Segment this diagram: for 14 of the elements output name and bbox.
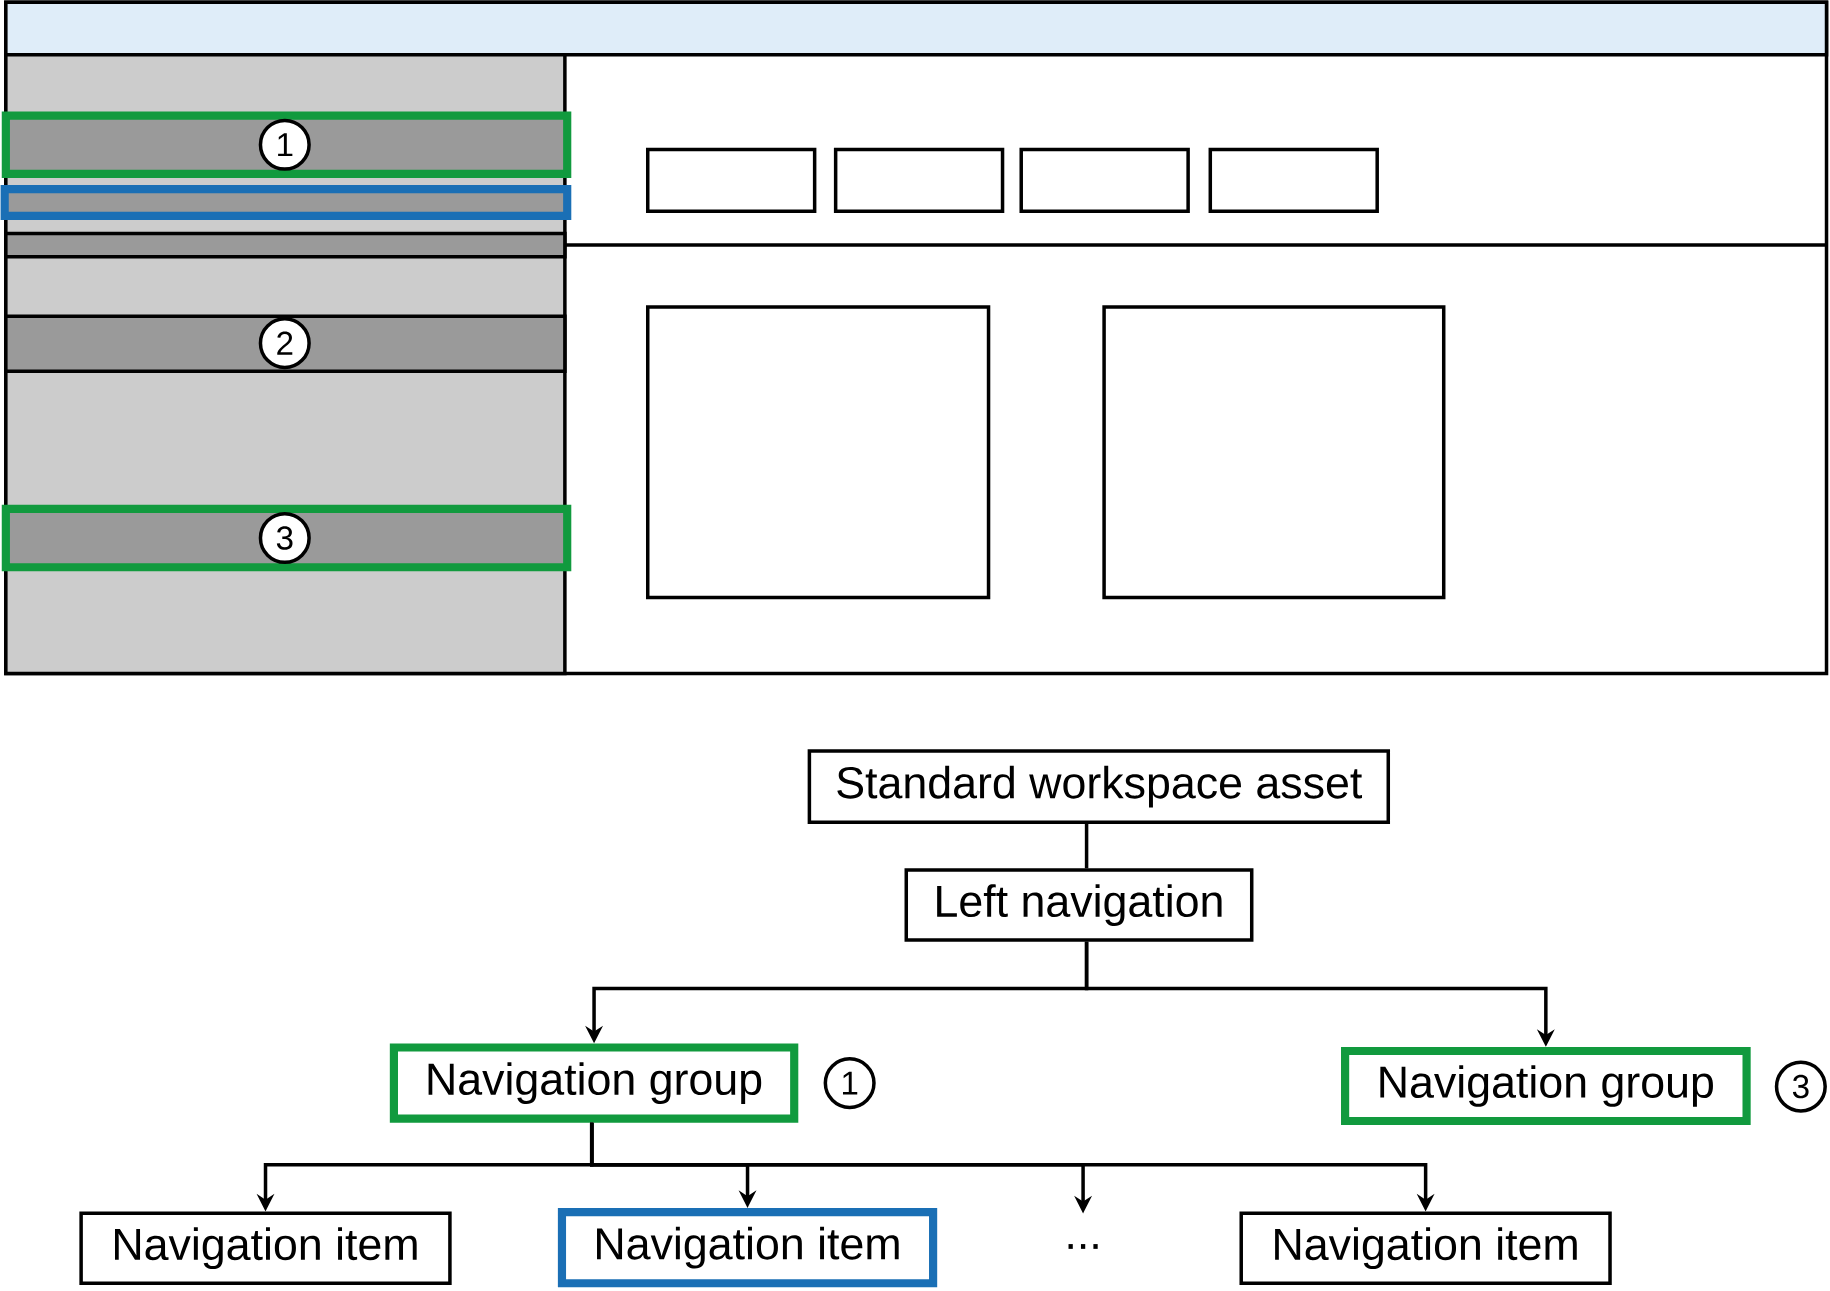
item-box: Navigation item bbox=[1239, 1211, 1612, 1286]
callout-number: 3 bbox=[1774, 1060, 1827, 1113]
callout-number: 1 bbox=[258, 118, 311, 171]
callout-number: 2 bbox=[258, 317, 311, 370]
root-box: Standard workspace asset bbox=[807, 749, 1390, 825]
ellipsis-text: ... bbox=[1068, 1244, 1098, 1249]
group-box: Navigation group bbox=[389, 1043, 799, 1123]
connector bbox=[1084, 824, 1089, 869]
group-box: Navigation group bbox=[1341, 1047, 1751, 1126]
callout-number: 3 bbox=[258, 512, 311, 565]
item-box: Navigation item bbox=[557, 1208, 938, 1288]
callout-number: 1 bbox=[823, 1057, 876, 1110]
process-box: Left navigation bbox=[904, 868, 1254, 942]
item-box: Navigation item bbox=[79, 1211, 452, 1286]
